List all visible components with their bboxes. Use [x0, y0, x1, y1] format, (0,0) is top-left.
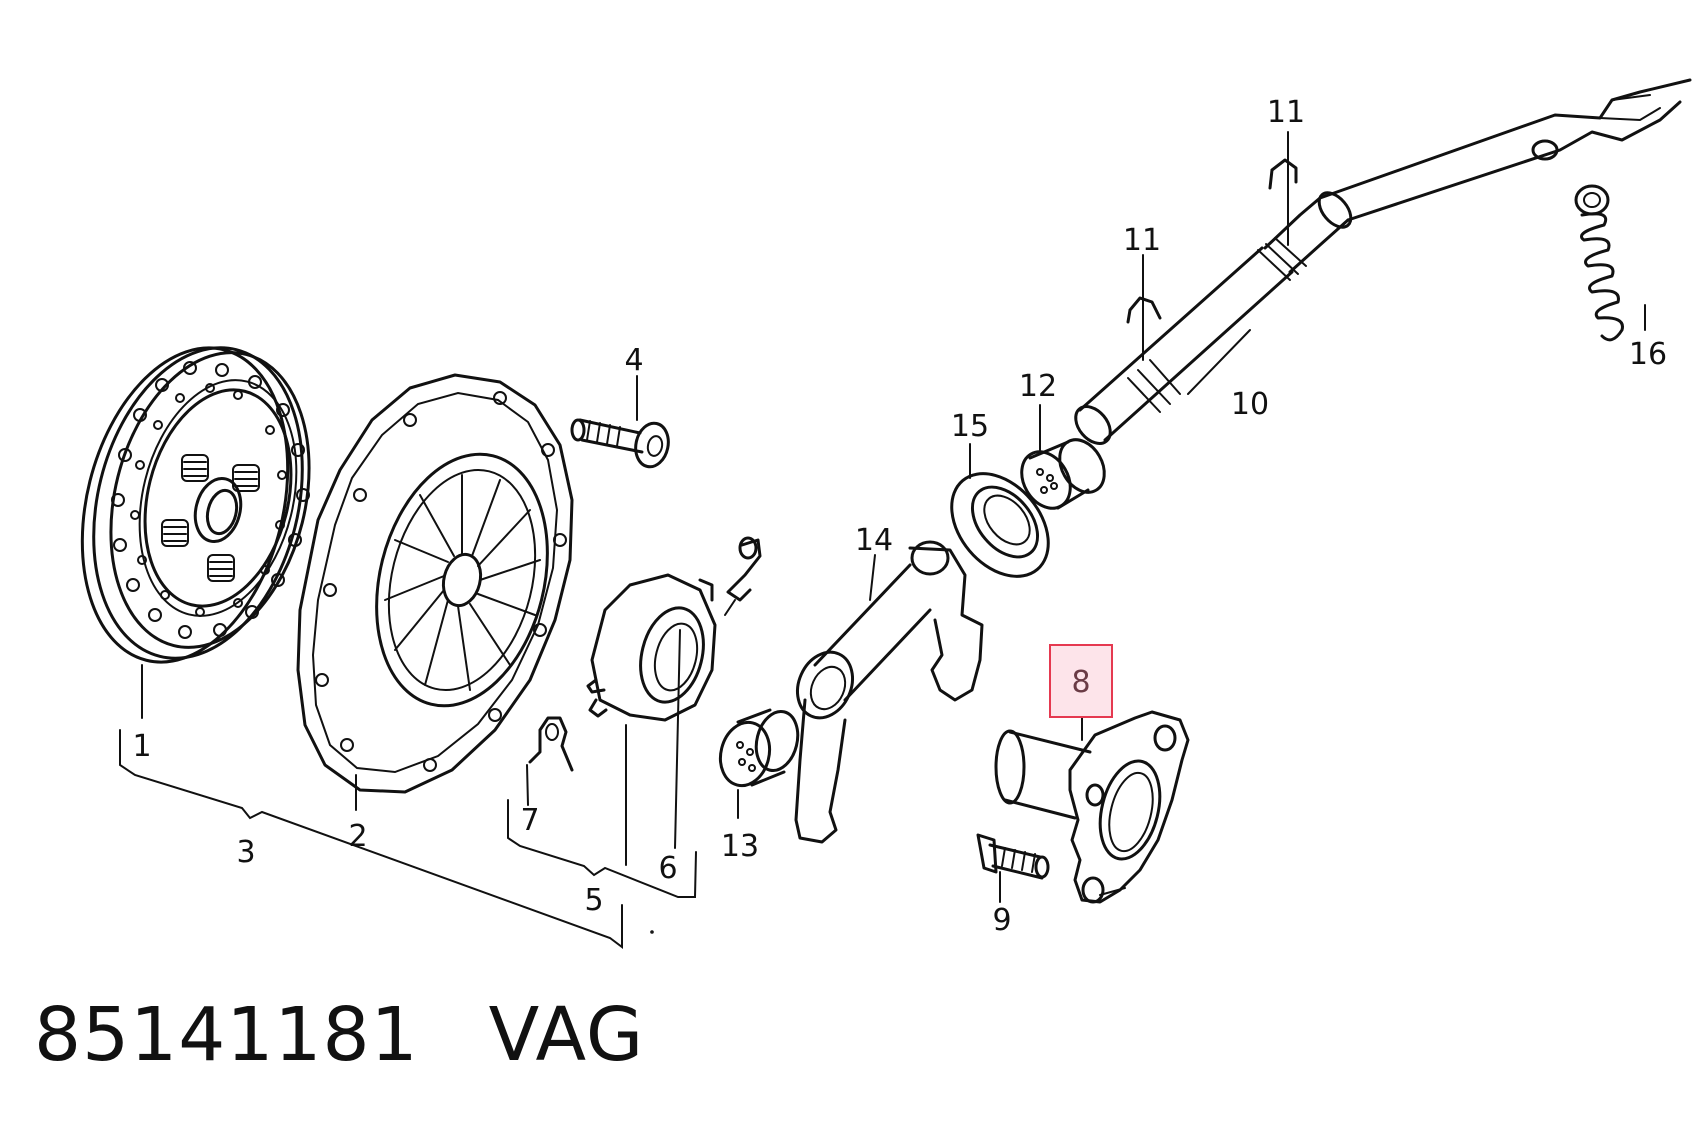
callout-label-10: 10: [1231, 387, 1269, 422]
brand-name: VAG: [488, 992, 645, 1078]
clip-part-7: [528, 716, 574, 772]
callout-label-7: 7: [520, 803, 539, 838]
callout-label-13: 13: [721, 829, 759, 864]
leader-lines: [141, 131, 1646, 903]
callout-label-1: 1: [132, 729, 151, 764]
callout-label-16: 16: [1629, 337, 1667, 372]
pressure-plate-part-2: [296, 373, 574, 794]
group-brackets: [119, 729, 697, 949]
spring-part-16: [1574, 184, 1624, 342]
release-fork-part-14: [794, 540, 984, 844]
callout-label-8: 8: [1071, 665, 1090, 700]
seal-part-15: [950, 472, 1050, 578]
callout-label-5: 5: [584, 883, 603, 918]
part-number: 85141181: [34, 992, 419, 1078]
guide-sleeve-part-8: [994, 710, 1190, 904]
callout-label-4: 4: [624, 343, 643, 378]
highlight-box: [1049, 644, 1113, 718]
circlip-part-11a: [1268, 158, 1298, 190]
shaft-part-10: [1074, 191, 1353, 445]
bush-part-13: [718, 708, 800, 788]
callout-label-3: 3: [236, 835, 255, 870]
callout-labels: 1 2 3 4 5 6 7 9 10 11 11 12 13 14 15 16: [132, 95, 1667, 938]
circlip-part-11b: [1126, 296, 1162, 324]
bush-part-12: [1020, 438, 1106, 510]
screw-part-9: [976, 833, 1050, 880]
callout-label-11a: 11: [1267, 95, 1305, 130]
callout-label-9: 9: [992, 903, 1011, 938]
callout-label-2: 2: [348, 819, 367, 854]
lever-arm: [1318, 78, 1692, 222]
callout-label-6: 6: [658, 851, 677, 886]
callout-label-15: 15: [951, 409, 989, 444]
clutch-disc-part-1: [80, 346, 311, 664]
release-bearing-part-5: [586, 573, 717, 722]
callout-label-14: 14: [855, 523, 893, 558]
part-caption: 85141181 VAG: [34, 992, 714, 1078]
callout-label-12: 12: [1019, 369, 1057, 404]
bolt-part-4: [570, 418, 670, 469]
callout-label-11b: 11: [1123, 223, 1161, 258]
clip-part-6: [724, 536, 762, 616]
